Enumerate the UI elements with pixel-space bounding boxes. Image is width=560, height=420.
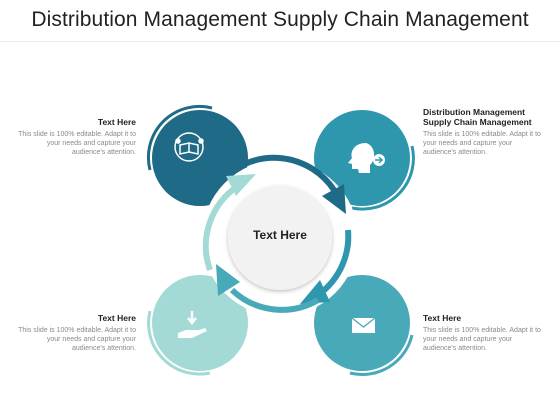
head-arrow-icon (348, 143, 385, 173)
bottom-left-circle (152, 275, 248, 371)
top-left-circle (152, 110, 248, 206)
top-right-accent-arc (351, 145, 415, 211)
arrow-left-head (226, 174, 256, 196)
text-block-body: This slide is 100% editable. Adapt it to… (18, 327, 136, 352)
text-block-body: This slide is 100% editable. Adapt it to… (423, 327, 541, 352)
center-label: Text Here (253, 228, 307, 242)
page-title: Distribution Management Supply Chain Man… (31, 8, 529, 31)
text-block-bottom-left: Text Here This slide is 100% editable. A… (16, 313, 136, 353)
text-block-heading: Distribution Management Supply Chain Man… (423, 107, 532, 127)
arrow-top-head (322, 184, 346, 214)
top-left-accent-arc (146, 104, 213, 171)
hand-download-icon (178, 311, 207, 338)
book-people-icon (174, 132, 204, 162)
text-block-heading: Text Here (423, 313, 462, 323)
text-block-body: This slide is 100% editable. Adapt it to… (423, 131, 541, 156)
bottom-left-accent-arc (147, 310, 211, 376)
arrow-right (320, 229, 352, 295)
text-block-body: This slide is 100% editable. Adapt it to… (18, 131, 136, 156)
center-circle (228, 186, 332, 290)
bottom-right-accent-arc (349, 334, 414, 376)
arrow-bottom (229, 287, 320, 313)
text-block-bottom-right: Text Here This slide is 100% editable. A… (423, 313, 543, 353)
arrow-bottom-head (216, 264, 240, 296)
text-block-top-right: Distribution Management Supply Chain Man… (423, 107, 543, 157)
arrow-top (221, 154, 337, 192)
text-block-heading: Text Here (97, 117, 136, 127)
arrow-left (202, 183, 240, 271)
envelope-icon (351, 317, 376, 333)
arrow-right-head (300, 280, 330, 304)
text-block-top-left: Text Here This slide is 100% editable. A… (16, 117, 136, 157)
title-divider (0, 41, 560, 42)
text-block-heading: Text Here (97, 313, 136, 323)
